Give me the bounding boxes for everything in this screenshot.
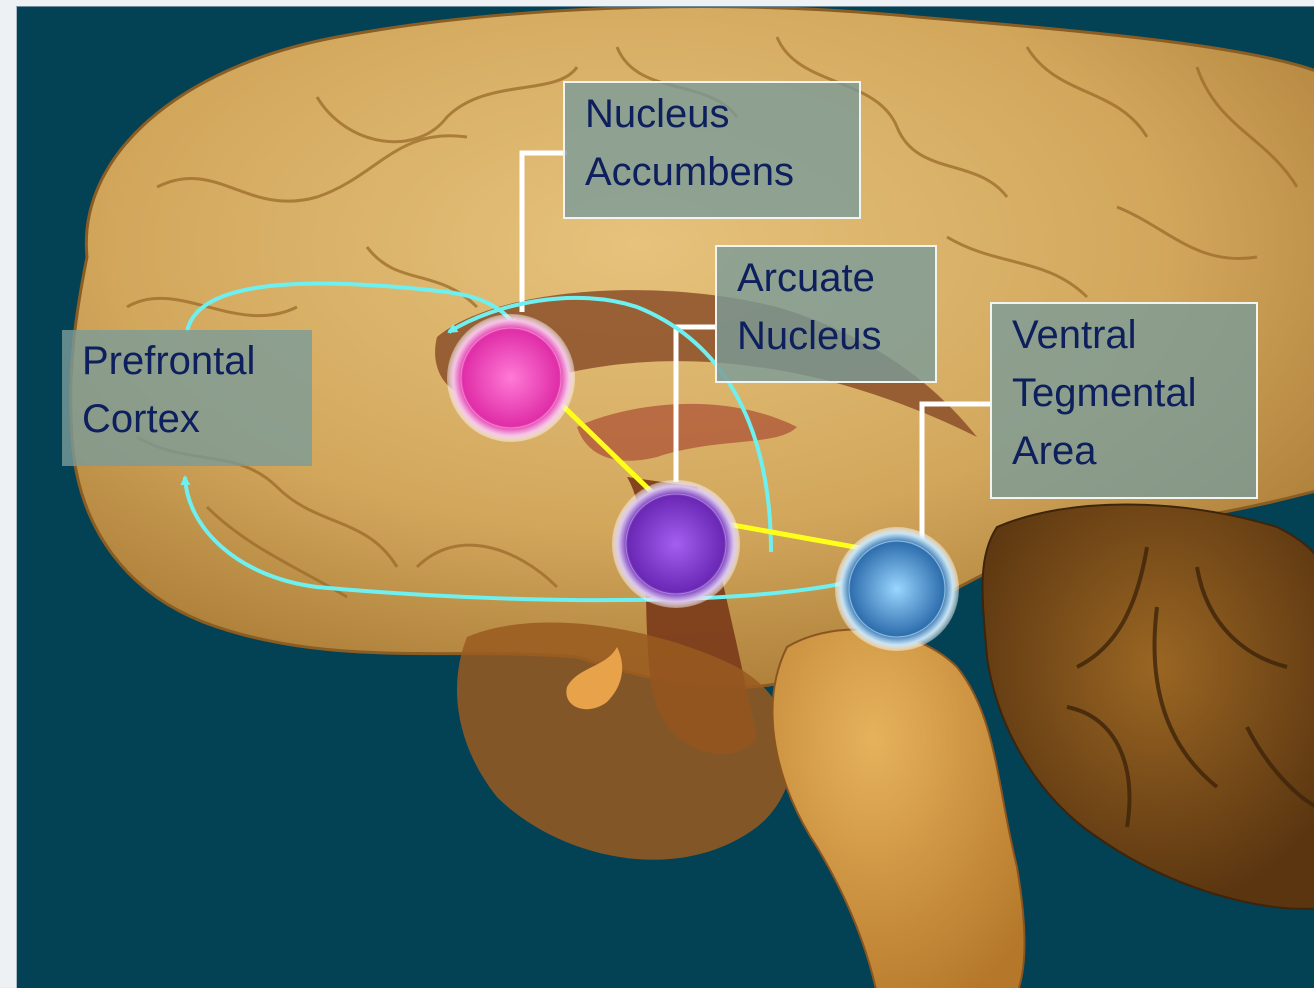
prefrontal-cortex-label: Prefrontal Cortex xyxy=(62,330,312,466)
arcuate-nucleus-label-line-1: Arcuate xyxy=(737,249,917,307)
arcuate-nucleus-node xyxy=(612,480,740,608)
brainstem-shape xyxy=(773,630,1025,988)
nucleus-accumbens-label: Nucleus Accumbens xyxy=(563,81,861,219)
nucleus-accumbens-label-line-1: Nucleus xyxy=(585,85,841,143)
nucleus-accumbens-label-line-2: Accumbens xyxy=(585,143,841,201)
prefrontal-cortex-label-line-1: Prefrontal xyxy=(82,332,294,390)
nucleus-accumbens-node xyxy=(447,314,575,442)
arcuate-nucleus-label: Arcuate Nucleus xyxy=(715,245,937,383)
brain-diagram: Nucleus Accumbens Arcuate Nucleus Ventra… xyxy=(16,6,1314,988)
ventral-tegmental-area-label: Ventral Tegmental Area xyxy=(990,302,1258,499)
arcuate-nucleus-label-line-2: Nucleus xyxy=(737,307,917,365)
prefrontal-cortex-label-line-2: Cortex xyxy=(82,390,294,448)
vta-label-line-1: Ventral xyxy=(1012,306,1238,364)
vta-label-line-3: Area xyxy=(1012,422,1238,480)
cerebellum-shape xyxy=(983,505,1314,909)
vta-label-line-2: Tegmental xyxy=(1012,364,1238,422)
ventral-tegmental-node xyxy=(835,527,959,651)
